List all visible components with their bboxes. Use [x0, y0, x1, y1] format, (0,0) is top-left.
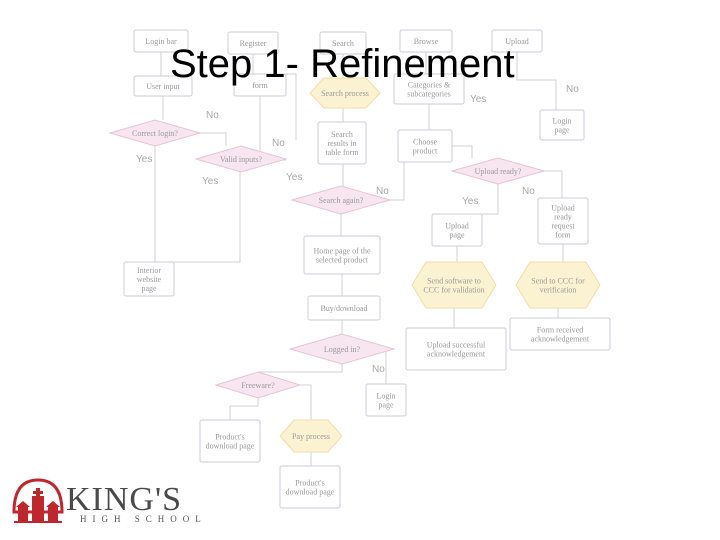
node-label-upload-btn: Upload — [505, 37, 529, 46]
edge-label-lbl-yes-2: Yes — [136, 154, 152, 165]
node-label-categories: Categories &subcategories — [407, 81, 451, 99]
node-freeware: Freeware? — [214, 371, 302, 399]
node-search-btn: Search — [319, 31, 367, 55]
logo-subtitle: HIGH SCHOOL — [80, 514, 207, 524]
node-label-buy-download: Buy/download — [320, 304, 367, 313]
node-label-logged-in: Logged in? — [324, 345, 361, 354]
node-reg-form: form — [233, 73, 287, 97]
kings-high-school-crest-icon — [12, 478, 64, 523]
node-label-pay-process: Pay process — [292, 432, 330, 441]
node-browse-btn: Browse — [399, 29, 453, 53]
edge-label-lbl-no-5: No — [522, 186, 535, 197]
edge-label-lbl-no-2: No — [206, 110, 219, 121]
node-login-btn: Login bar — [133, 29, 189, 53]
connector-line-10 — [259, 96, 286, 161]
edge-label-lbl-yes-3: Yes — [202, 176, 218, 187]
node-register-btn: Register — [227, 31, 279, 55]
connector-line-11 — [286, 73, 297, 140]
edge-label-lbl-no-6: No — [372, 364, 385, 375]
connector-line-9 — [174, 172, 241, 263]
node-label-login-btn: Login bar — [145, 37, 177, 46]
node-buy-download: Buy/download — [307, 295, 381, 321]
node-label-browse-btn: Browse — [414, 37, 439, 46]
node-label-search-process: Search process — [321, 89, 369, 98]
connector-line-19 — [544, 170, 563, 198]
edge-label-lbl-no-1: No — [566, 84, 579, 95]
edge-label-lbl-yes-4: Yes — [286, 172, 302, 183]
node-label-freeware: Freeware? — [241, 381, 275, 390]
connector-line-5 — [516, 52, 557, 110]
edge-label-lbl-no-4: No — [376, 186, 389, 197]
node-search-process: Search process — [309, 77, 381, 109]
node-pay-process: Pay process — [279, 419, 343, 453]
node-logged-in: Logged in? — [288, 333, 396, 365]
node-label-search-btn: Search — [332, 39, 354, 48]
node-label-correct-login: Correct login? — [132, 129, 178, 138]
node-label-upload-ready: Upload ready? — [475, 167, 522, 176]
node-user-input: User input — [133, 75, 193, 97]
flowchart-shapes: Login bar Register Search Browse UploadUser … — [108, 29, 611, 509]
node-search-again: Search again? — [290, 185, 392, 215]
node-label-search-again: Search again? — [319, 196, 364, 205]
edge-label-lbl-yes-1: Yes — [470, 94, 486, 105]
node-valid-inputs: Valid inputs? — [194, 145, 288, 173]
connector-line-17 — [390, 152, 405, 201]
node-label-reg-form: form — [252, 81, 268, 90]
connector-line-26 — [258, 364, 343, 373]
connector-line-7 — [200, 132, 227, 146]
node-label-register-btn: Register — [240, 39, 267, 48]
connector-line-28 — [229, 398, 259, 420]
connector-line-15 — [452, 145, 473, 158]
connector-line-29 — [290, 384, 312, 420]
logo-name: KING'S — [66, 481, 183, 518]
edge-label-lbl-yes-5: Yes — [462, 196, 478, 207]
slide-title: Step 1- Refinement — [170, 42, 515, 86]
node-upload-ready: Upload ready? — [450, 157, 546, 185]
node-correct-login: Correct login? — [108, 119, 202, 147]
connector-line-18 — [482, 184, 499, 215]
connector-line-27 — [385, 348, 394, 384]
node-label-user-input: User input — [146, 82, 180, 91]
node-upload-btn: Upload — [491, 29, 543, 53]
node-label-valid-inputs: Valid inputs? — [220, 155, 262, 164]
node-categories: Categories &subcategories — [393, 73, 465, 105]
edge-label-lbl-no-3: No — [272, 138, 285, 149]
flowchart-connectors — [154, 52, 564, 466]
